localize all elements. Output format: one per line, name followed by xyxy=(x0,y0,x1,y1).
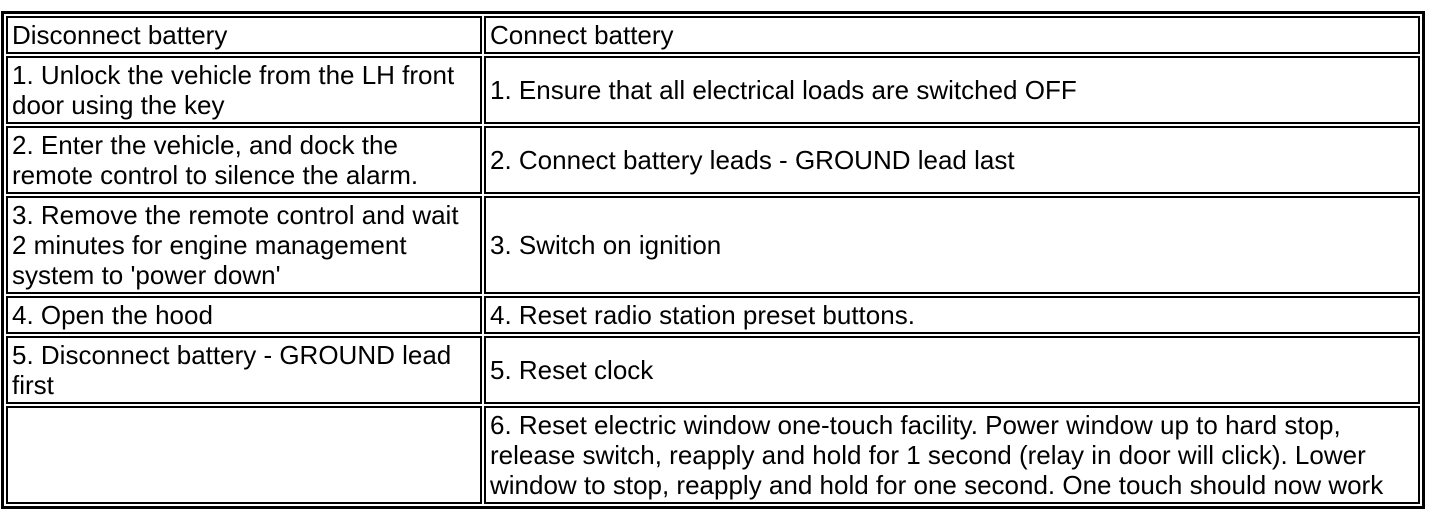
cell-connect-step-5: 5. Reset clock xyxy=(484,336,1420,404)
column-header-disconnect-battery: Disconnect battery xyxy=(6,16,482,54)
cell-connect-step-6: 6. Reset electric window one-touch facil… xyxy=(484,406,1420,504)
cell-disconnect-step-2: 2. Enter the vehicle, and dock the remot… xyxy=(6,126,482,194)
cell-disconnect-step-4: 4. Open the hood xyxy=(6,296,482,334)
cell-disconnect-step-5: 5. Disconnect battery - GROUND lead firs… xyxy=(6,336,482,404)
table-row-1: 1. Unlock the vehicle from the LH front … xyxy=(6,56,1420,124)
column-header-connect-battery: Connect battery xyxy=(484,16,1420,54)
header-row: Disconnect battery Connect battery xyxy=(6,16,1420,54)
table-row-5: 5. Disconnect battery - GROUND lead firs… xyxy=(6,336,1420,404)
cell-disconnect-step-1: 1. Unlock the vehicle from the LH front … xyxy=(6,56,482,124)
cell-connect-step-4: 4. Reset radio station preset buttons. xyxy=(484,296,1420,334)
cell-disconnect-step-3: 3. Remove the remote control and wait 2 … xyxy=(6,196,482,294)
table-row-3: 3. Remove the remote control and wait 2 … xyxy=(6,196,1420,294)
table-row-6: 6. Reset electric window one-touch facil… xyxy=(6,406,1420,504)
cell-connect-step-2: 2. Connect battery leads - GROUND lead l… xyxy=(484,126,1420,194)
cell-disconnect-step-6-empty xyxy=(6,406,482,504)
table-row-4: 4. Open the hood 4. Reset radio station … xyxy=(6,296,1420,334)
cell-connect-step-1: 1. Ensure that all electrical loads are … xyxy=(484,56,1420,124)
battery-procedure-table: Disconnect battery Connect battery 1. Un… xyxy=(1,11,1425,509)
cell-connect-step-3: 3. Switch on ignition xyxy=(484,196,1420,294)
table-row-2: 2. Enter the vehicle, and dock the remot… xyxy=(6,126,1420,194)
